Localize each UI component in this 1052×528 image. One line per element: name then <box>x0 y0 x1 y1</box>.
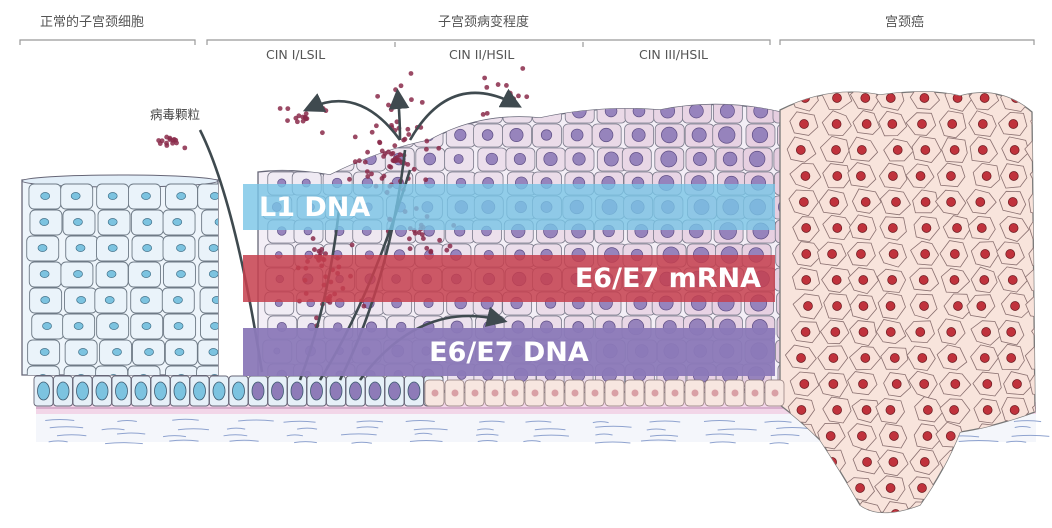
section-brackets <box>19 39 1035 47</box>
band-dna-label: E6/E7 DNA <box>429 336 589 368</box>
band-mrna-label: E6/E7 mRNA <box>574 263 761 294</box>
normal-epithelium <box>21 174 219 376</box>
band-l1-dna: L1 DNA <box>243 184 775 230</box>
band-e6e7-mrna: E6/E7 mRNA <box>243 255 775 302</box>
header-normal-cells: 正常的子宫颈细胞 <box>40 15 145 30</box>
header-lesion-degree: 子宫颈病变程度 <box>438 15 530 30</box>
stage-cin2: CIN II/HSIL <box>449 47 515 62</box>
virus-particles <box>156 66 530 329</box>
band-l1-label: L1 DNA <box>259 191 371 223</box>
stage-cin1: CIN I/LSIL <box>266 47 326 62</box>
cancer-tissue <box>779 91 1036 514</box>
stage-cin3: CIN III/HSIL <box>639 47 708 62</box>
basal-cell-row <box>33 375 785 407</box>
virus-particle-label: 病毒颗粒 <box>150 107 201 122</box>
band-e6e7-dna: E6/E7 DNA <box>243 328 775 376</box>
header-cervical-cancer: 宫颈癌 <box>885 15 925 30</box>
